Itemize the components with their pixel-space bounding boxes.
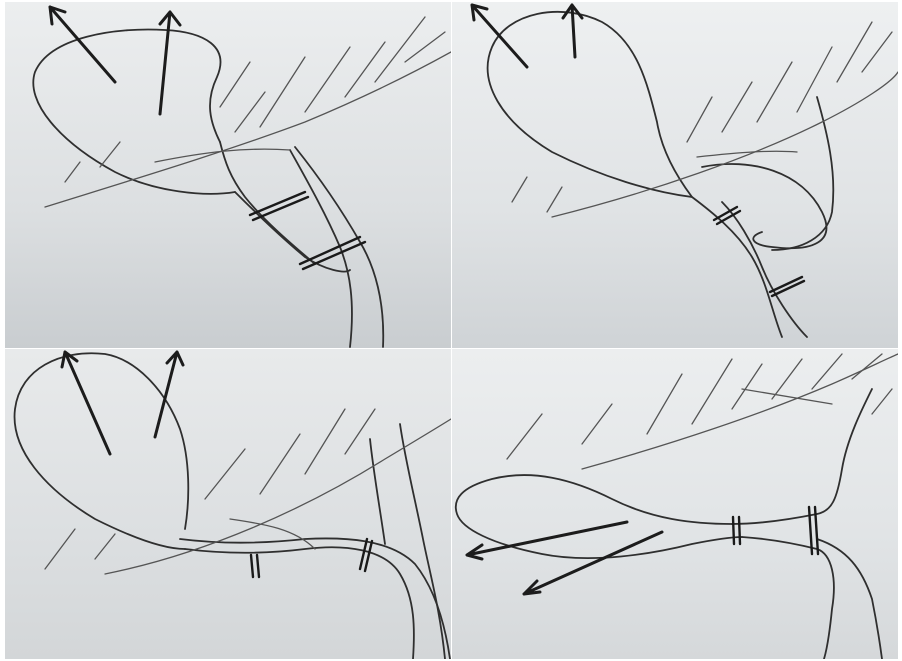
panel-top-left <box>5 2 451 348</box>
clip-1b <box>739 517 740 544</box>
sketch-top-right <box>452 2 898 348</box>
panel-background <box>5 2 451 348</box>
sketch-top-left <box>5 2 451 348</box>
sketch-bottom-left <box>5 349 451 659</box>
sketch-bottom-right <box>452 349 898 659</box>
panel-background <box>452 2 898 348</box>
panel-bottom-left <box>5 349 451 659</box>
clip-1 <box>733 517 734 544</box>
panel-bottom-right <box>452 349 898 659</box>
panel-top-right <box>452 2 898 348</box>
